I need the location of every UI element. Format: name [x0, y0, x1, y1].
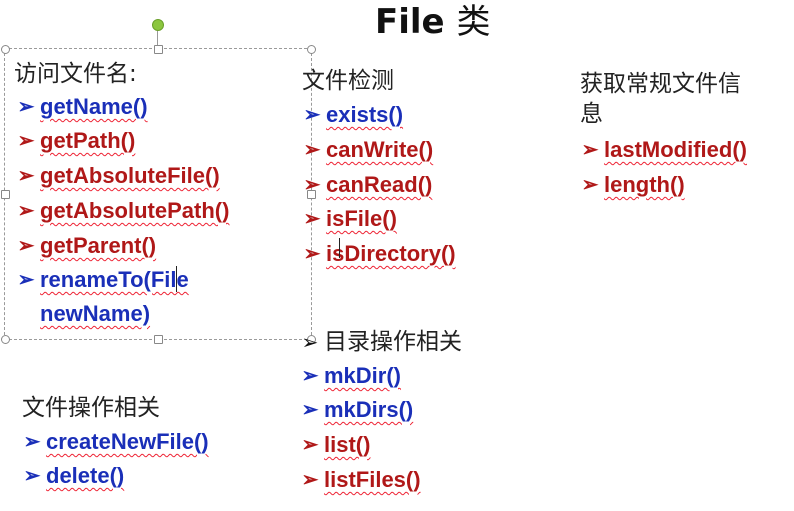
list-item[interactable]: ➢getAbsoluteFile(): [16, 161, 220, 191]
text-caret: [176, 266, 177, 292]
list-item[interactable]: ➢renameTo(File: [16, 265, 189, 295]
method-label: isDirectory(): [326, 241, 456, 266]
list-item[interactable]: ➢listFiles(): [300, 465, 421, 495]
info-heading-line2: 息: [580, 101, 603, 127]
arrowhead-bullet-icon: ➢: [17, 200, 35, 222]
rotate-handle-icon[interactable]: [152, 19, 164, 31]
method-label: canRead(): [326, 172, 433, 197]
resize-handle-icon[interactable]: [1, 190, 10, 199]
resize-handle-icon[interactable]: [307, 45, 316, 54]
resize-handle-icon[interactable]: [307, 190, 316, 199]
method-label: canWrite(): [326, 137, 434, 162]
method-label: renameTo(File: [40, 267, 189, 292]
corner-logo: [0, 0, 34, 22]
method-label: getName(): [40, 94, 148, 119]
method-label: getPath(): [40, 128, 136, 153]
list-item[interactable]: ➢createNewFile(): [22, 427, 209, 457]
arrowhead-bullet-icon: ➢: [17, 269, 35, 291]
method-label: list(): [324, 432, 371, 457]
title-cn: 类: [456, 2, 491, 42]
method-label: length(): [604, 172, 685, 197]
access-heading: 访问文件名:: [14, 61, 137, 87]
method-label: exists(): [326, 102, 404, 127]
method-label: mkDir(): [324, 363, 402, 388]
method-label: newName): [40, 301, 151, 326]
directory-heading: 目录操作相关: [324, 329, 462, 355]
list-item[interactable]: ➢getAbsolutePath(): [16, 196, 230, 226]
list-item[interactable]: ➢mkDir(): [300, 361, 401, 391]
method-label: getAbsolutePath(): [40, 198, 230, 223]
list-item[interactable]: ➢canWrite(): [302, 135, 434, 165]
detect-heading: 文件检测: [302, 68, 394, 94]
list-item[interactable]: ➢getParent(): [16, 231, 157, 261]
arrowhead-bullet-icon: ➢: [303, 104, 321, 126]
method-label: lastModified(): [604, 137, 747, 162]
arrowhead-bullet-icon: ➢: [301, 330, 319, 354]
list-item[interactable]: ➢lastModified(): [580, 135, 747, 165]
method-label: mkDirs(): [324, 397, 414, 422]
method-label: createNewFile(): [46, 429, 209, 454]
directory-heading-row: ➢目录操作相关: [300, 327, 462, 357]
rotate-handle-stem: [157, 30, 158, 48]
arrowhead-bullet-icon: ➢: [301, 469, 319, 491]
arrowhead-bullet-icon: ➢: [303, 174, 321, 196]
list-item[interactable]: ➢delete(): [22, 461, 125, 491]
list-item[interactable]: ➢isDirectory(): [302, 239, 456, 269]
method-label: getAbsoluteFile(): [40, 163, 220, 188]
arrowhead-bullet-icon: ➢: [17, 235, 35, 257]
resize-handle-icon[interactable]: [1, 45, 10, 54]
arrowhead-bullet-icon: ➢: [17, 96, 35, 118]
resize-handle-icon[interactable]: [1, 335, 10, 344]
arrowhead-bullet-icon: ➢: [303, 243, 321, 265]
method-label: delete(): [46, 463, 125, 488]
arrowhead-bullet-icon: ➢: [17, 165, 35, 187]
list-item[interactable]: ➢exists(): [302, 100, 403, 130]
arrowhead-bullet-icon: ➢: [17, 130, 35, 152]
arrowhead-bullet-icon: ➢: [301, 399, 319, 421]
arrowhead-bullet-icon: ➢: [301, 434, 319, 456]
title-en: File: [375, 2, 445, 42]
arrowhead-bullet-icon: ➢: [581, 139, 599, 161]
arrowhead-bullet-icon: ➢: [303, 208, 321, 230]
arrowhead-bullet-icon: ➢: [581, 174, 599, 196]
slide-title[interactable]: File 类: [375, 0, 490, 43]
i-beam-cursor-icon: [339, 238, 340, 258]
arrowhead-bullet-icon: ➢: [303, 139, 321, 161]
resize-handle-icon[interactable]: [307, 335, 316, 344]
fileops-heading: 文件操作相关: [22, 395, 160, 421]
list-item[interactable]: ➢getName(): [16, 92, 148, 122]
method-label: getParent(): [40, 233, 157, 258]
list-item[interactable]: ➢list(): [300, 430, 371, 460]
info-heading-line1: 获取常规文件信: [580, 71, 741, 97]
list-item[interactable]: ➢canRead(): [302, 170, 433, 200]
arrowhead-bullet-icon: ➢: [23, 465, 41, 487]
list-item[interactable]: ➢mkDirs(): [300, 395, 414, 425]
list-item[interactable]: ➢getPath(): [16, 126, 136, 156]
method-label: listFiles(): [324, 467, 421, 492]
arrowhead-bullet-icon: ➢: [301, 365, 319, 387]
list-item[interactable]: ➢isFile(): [302, 204, 397, 234]
list-item[interactable]: ➢length(): [580, 170, 685, 200]
list-item-continuation[interactable]: newName): [40, 299, 150, 329]
resize-handle-icon[interactable]: [154, 45, 163, 54]
method-label: isFile(): [326, 206, 397, 231]
arrowhead-bullet-icon: ➢: [23, 431, 41, 453]
resize-handle-icon[interactable]: [154, 335, 163, 344]
